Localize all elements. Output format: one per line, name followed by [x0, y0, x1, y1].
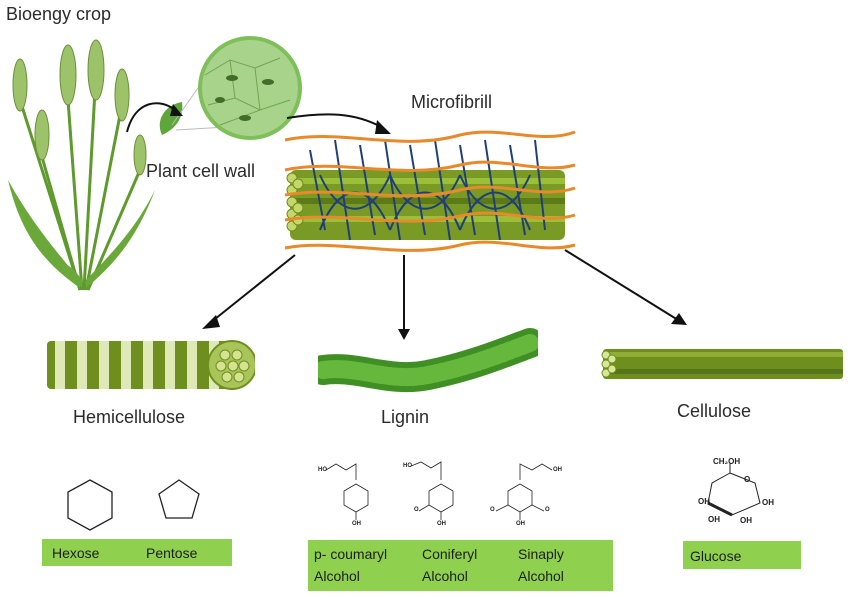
glucose-oh-1-atom: OH [698, 497, 710, 506]
microfibril-label: Microfibrill [411, 92, 492, 112]
cellulose-illustration [601, 349, 843, 379]
coniferyl-line1: Coniferyl [422, 546, 478, 562]
coniferyl-o-atom: O [414, 507, 419, 513]
hemicellulose-illustration [47, 340, 255, 390]
p-coumaryl-line1: p- coumaryl [314, 546, 388, 562]
glucose-label: Glucose [690, 548, 742, 564]
glucose-oh-2-atom: OH [762, 498, 774, 507]
cell-wall-label: Plant cell wall [146, 161, 256, 181]
hexose-label: Hexose [52, 545, 100, 561]
cellulose-monomer-box [683, 541, 801, 569]
branch-arrows [202, 249, 687, 340]
lignin-illustration [318, 328, 538, 393]
arrow-crop-to-cell [126, 102, 183, 133]
p-coumaryl-oh-atom: OH [352, 521, 361, 527]
coniferyl-line2: Alcohol [422, 568, 468, 584]
arrow-cell-to-microfibril [286, 113, 391, 134]
p-coumaryl-line2: Alcohol [314, 568, 360, 584]
hexose-ring-icon [67, 479, 113, 531]
glucose-oh-3-atom: OH [708, 515, 720, 524]
glucose-o-atom: O [744, 475, 751, 484]
coniferyl-ho-atom: HO [403, 463, 412, 469]
hemicellulose-monomer-box [42, 539, 232, 566]
sinapyl-alcohol-structure [495, 463, 553, 520]
sinapyl-o-right-atom: O [545, 507, 550, 513]
p-coumaryl-ho-atom: HO [318, 467, 327, 473]
lignin-label: Lignin [381, 407, 430, 427]
glucose-oh-4-atom: OH [740, 516, 752, 525]
sinapyl-line1: Sinaply [518, 546, 564, 562]
coniferyl-alcohol-structure [410, 461, 454, 520]
sinapyl-oh-top-atom: OH [553, 467, 562, 473]
glucose-ch2oh-atom: CH₂OH [713, 457, 741, 466]
pentose-ring-icon [158, 479, 200, 519]
wheat-plant-illustration [8, 39, 155, 291]
sinapyl-o-left-atom: O [490, 507, 495, 513]
glucose-structure [707, 463, 761, 517]
hemicellulose-label: Hemicellulose [73, 407, 186, 427]
sinapyl-oh-bottom-atom: OH [516, 521, 525, 527]
coniferyl-oh-atom: OH [437, 521, 446, 527]
cellulose-label: Cellulose [677, 401, 752, 421]
microfibril-illustration [284, 130, 576, 252]
sinapyl-line2: Alcohol [518, 568, 564, 584]
p-coumaryl-alcohol-structure [325, 463, 369, 520]
lignin-monomer-box [308, 540, 613, 591]
plant-cell-wall-illustration [159, 36, 302, 140]
pentose-label: Pentose [146, 545, 198, 561]
crop-label: Bioengy crop [6, 4, 112, 24]
